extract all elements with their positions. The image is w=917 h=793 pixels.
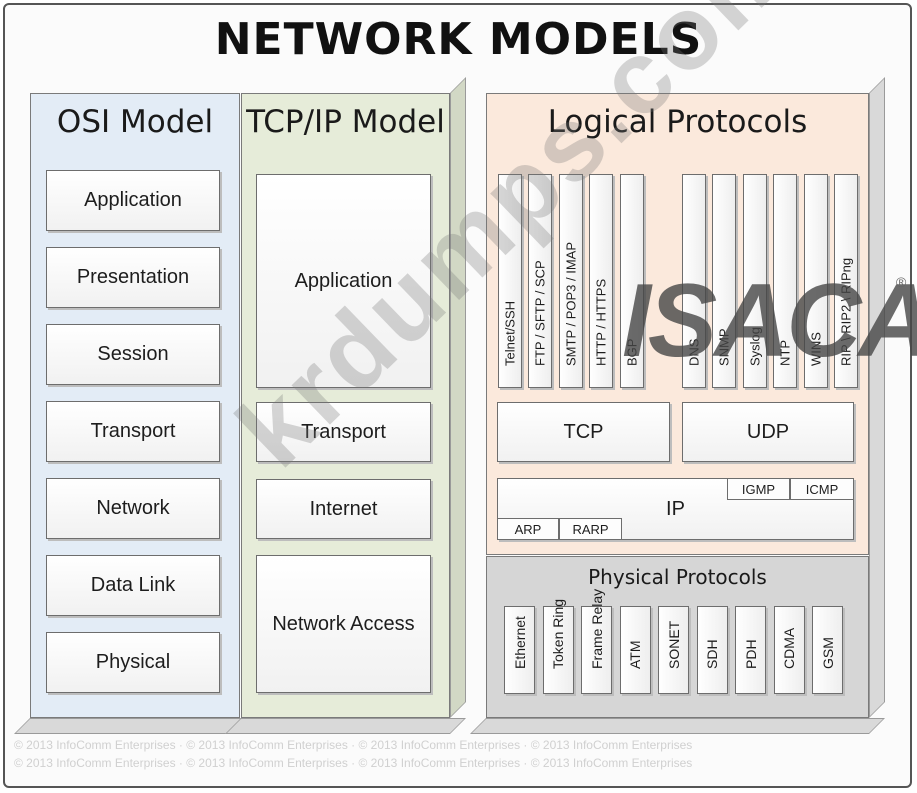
protocols-depth-side bbox=[869, 77, 885, 718]
physical-protocol-atm: ATM bbox=[619, 606, 651, 694]
osi-layer-physical: Physical bbox=[46, 632, 220, 693]
physical-protocol-sonet: SONET bbox=[658, 606, 689, 694]
copyright-footer-line-1: © 2013 InfoComm Enterprises · © 2013 Inf… bbox=[14, 738, 693, 752]
copyright-footer-line-2: © 2013 InfoComm Enterprises · © 2013 Inf… bbox=[14, 756, 693, 770]
physical-protocol-label: ATM bbox=[627, 640, 643, 669]
tcpip-depth-bottom bbox=[225, 718, 466, 734]
physical-protocol-label: GSM bbox=[819, 637, 836, 669]
logical-protocols-heading: Logical Protocols bbox=[547, 104, 808, 140]
tcp-app-protocol-label: FTP / SFTP / SCP bbox=[532, 260, 548, 366]
arp-box: ARP bbox=[497, 518, 559, 540]
osi-layer-presentation: Presentation bbox=[46, 247, 220, 308]
physical-protocol-label: CDMA bbox=[781, 627, 797, 669]
physical-protocol-pdh: PDH bbox=[735, 606, 766, 694]
udp-app-protocol-wins: WINS bbox=[803, 174, 828, 388]
udp-app-protocol-snmp: SNMP bbox=[712, 174, 737, 388]
osi-layer-session: Session bbox=[46, 324, 220, 385]
tcp-app-protocol-label: HTTP / HTTPS bbox=[593, 278, 609, 366]
udp-app-protocol-dns: DNS bbox=[682, 174, 706, 388]
diagram-title: NETWORK MODELS bbox=[214, 14, 703, 65]
protocols-depth-bottom bbox=[470, 718, 885, 734]
physical-protocol-ethernet: Ethernet bbox=[504, 606, 535, 694]
tcp-app-protocol-ftp-sftp-scp: FTP / SFTP / SCP bbox=[528, 174, 553, 388]
physical-protocol-token-ring: Token Ring bbox=[542, 599, 574, 694]
physical-protocol-label: Frame Relay bbox=[588, 588, 605, 669]
osi-model-heading: OSI Model bbox=[56, 104, 214, 140]
osi-layer-network: Network bbox=[46, 478, 220, 539]
physical-protocol-label: PDH bbox=[742, 639, 759, 669]
udp-app-protocol-syslog: Syslog bbox=[742, 174, 767, 388]
osi-layer-application: Application bbox=[46, 170, 220, 231]
udp-app-protocol-ntp: NTP bbox=[773, 174, 798, 388]
igmp-box: IGMP bbox=[727, 478, 790, 500]
physical-protocols-heading: Physical Protocols bbox=[588, 565, 767, 589]
rarp-box: RARP bbox=[559, 518, 622, 540]
tcpip-layer-internet: Internet bbox=[256, 479, 431, 539]
osi-depth-bottom bbox=[14, 718, 252, 734]
osi-layer-data-link: Data Link bbox=[46, 555, 220, 616]
physical-protocol-label: SONET bbox=[665, 620, 682, 669]
physical-protocol-sdh: SDH bbox=[696, 606, 728, 694]
physical-protocol-label: Ethernet bbox=[511, 616, 528, 669]
tcpip-model-heading: TCP/IP Model bbox=[246, 104, 445, 140]
physical-protocol-label: SDH bbox=[704, 639, 720, 669]
osi-layer-transport: Transport bbox=[46, 401, 220, 462]
physical-protocol-label: Token Ring bbox=[550, 598, 566, 669]
icmp-box: ICMP bbox=[790, 478, 854, 500]
udp-box: UDP bbox=[682, 402, 854, 462]
tcp-app-protocol-http-https: HTTP / HTTPS bbox=[589, 174, 614, 388]
tcpip-layer-transport: Transport bbox=[256, 402, 431, 462]
tcp-app-protocol-telnet-ssh: Telnet/SSH bbox=[498, 174, 522, 388]
physical-protocol-cdma: CDMA bbox=[773, 606, 805, 694]
udp-app-protocol-rip-rip2-ripng: RIP \ RIP2 \ RIPng bbox=[834, 174, 858, 388]
isaca-logo: ISACA bbox=[622, 263, 917, 379]
tcpip-layer-application: Application bbox=[256, 174, 431, 388]
tcp-app-protocol-bgp: BGP bbox=[619, 174, 644, 388]
tcp-app-protocol-smtp-pop3-imap: SMTP / POP3 / IMAP bbox=[558, 174, 583, 388]
registered-mark: ® bbox=[896, 274, 907, 290]
tcp-app-protocol-label: Telnet/SSH bbox=[502, 300, 518, 366]
tcpip-layer-network-access: Network Access bbox=[256, 555, 431, 693]
physical-protocol-gsm: GSM bbox=[812, 606, 843, 694]
tcp-app-protocol-label: SMTP / POP3 / IMAP bbox=[563, 241, 579, 366]
physical-protocol-frame-relay: Frame Relay bbox=[581, 589, 612, 694]
tcp-box: TCP bbox=[497, 402, 670, 462]
